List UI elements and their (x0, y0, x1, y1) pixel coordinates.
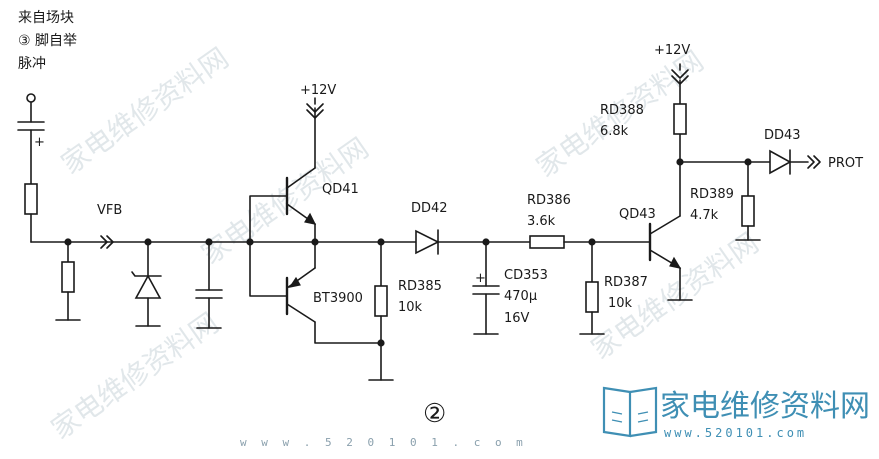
book-icon (602, 386, 658, 438)
qd41-label: QD41 (322, 182, 359, 197)
coupling-capacitor: + (17, 121, 45, 185)
qd43-label: QD43 (619, 207, 656, 222)
cd353-voltage: 16V (504, 311, 530, 326)
filter-capacitor (195, 241, 223, 329)
cd353-name: CD353 (504, 268, 548, 283)
dd42-label: DD42 (411, 201, 448, 216)
rd385-value: 10k (398, 300, 423, 315)
bt3900-label: BT3900 (313, 291, 363, 306)
cd353-value: 470μ (504, 289, 537, 304)
svg-text:+: + (475, 271, 486, 286)
bt3900-base-wire (249, 241, 288, 297)
rd387-value: 10k (608, 296, 633, 311)
rd388-name: RD388 (600, 103, 644, 118)
zener-diode (131, 241, 162, 327)
logo-text: 家电维修资料网 (660, 389, 870, 424)
watermark-text: 家电维修资料网 (195, 131, 374, 270)
source-label-line3: 脉冲 (18, 56, 46, 72)
source-label: 来自场块 ③ 脚自举 脉冲 (18, 10, 77, 72)
resistor-rd385 (368, 241, 394, 381)
supply-left-label: +12V (300, 83, 336, 98)
supply-left (306, 97, 324, 119)
watermark-url: w w w . 5 2 0 1 0 1 . c o m (240, 436, 527, 449)
rd389-value: 4.7k (690, 208, 719, 223)
site-logo: 家电维修资料网 www.520101.com (602, 386, 870, 440)
source-label-line1: 来自场块 (18, 10, 74, 26)
rd388-value: 6.8k (600, 124, 629, 139)
resistor-rd389 (735, 161, 761, 241)
supply-right (671, 63, 689, 85)
rd389-name: RD389 (690, 187, 734, 202)
transistor-bt3900 (285, 241, 382, 344)
resistor-rd387 (579, 241, 605, 335)
supply-right-label: +12V (654, 43, 690, 58)
qd41-base-wire (249, 195, 288, 243)
transistor-qd43 (648, 133, 693, 301)
rd387-name: RD387 (604, 275, 648, 290)
vfb-pulldown-resistor (55, 241, 81, 321)
resistor-rd386 (529, 235, 651, 249)
rd386-name: RD386 (527, 193, 571, 208)
diode-dd43 (769, 149, 809, 175)
prot-arrow (807, 155, 821, 169)
vfb-arrow (100, 235, 114, 249)
prot-label: PROT (828, 156, 863, 171)
watermark-text: 家电维修资料网 (45, 306, 224, 445)
figure-number: ② (423, 399, 446, 429)
rd386-value: 3.6k (527, 214, 556, 229)
background-watermarks: 家电维修资料网 家电维修资料网 家电维修资料网 家电维修资料网 家电维修资料网 (45, 41, 764, 445)
input-terminal (26, 93, 36, 123)
logo-url: www.520101.com (664, 426, 807, 440)
source-label-line2: ③ 脚自举 (18, 33, 77, 49)
svg-text:+: + (34, 135, 45, 150)
dd43-label: DD43 (764, 128, 801, 143)
input-resistor (24, 183, 38, 243)
vfb-label: VFB (97, 203, 122, 218)
capacitor-cd353: + (472, 241, 500, 335)
diode-dd42 (415, 229, 531, 255)
rd385-name: RD385 (398, 279, 442, 294)
watermark-text: 家电维修资料网 (55, 41, 234, 180)
